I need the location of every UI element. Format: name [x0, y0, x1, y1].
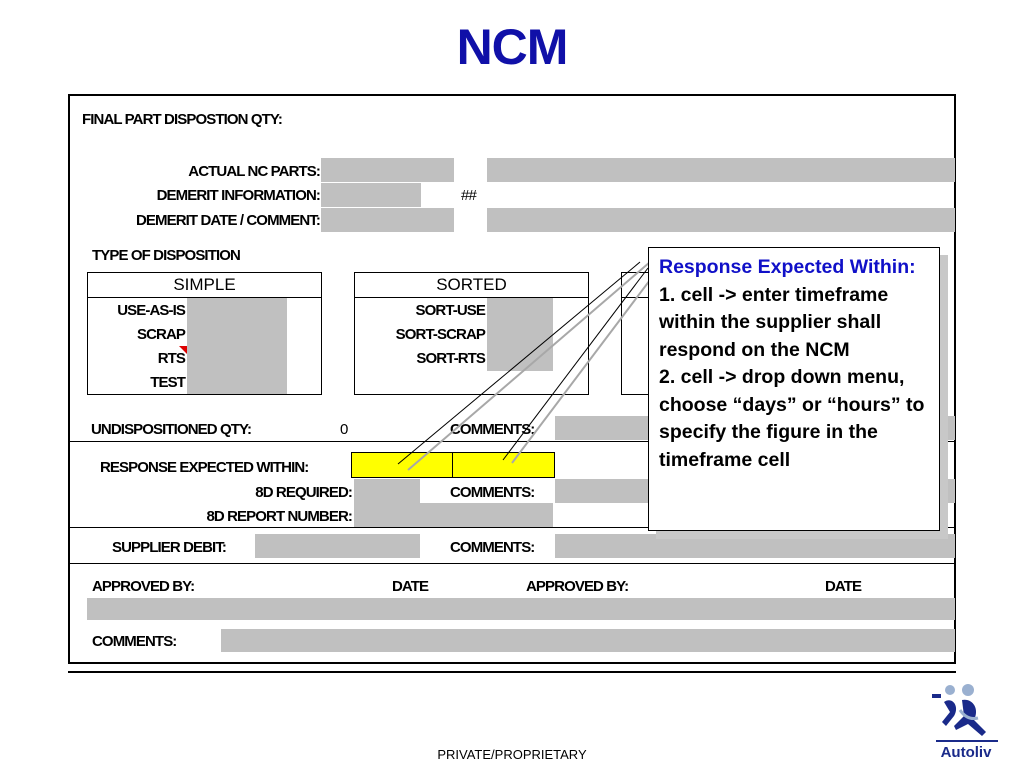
8d-report-number-label: 8D REPORT NUMBER: [206, 508, 352, 525]
date-label-2: DATE [825, 578, 862, 595]
supplier-debit-label: SUPPLIER DEBIT: [112, 539, 227, 556]
comments-label: COMMENTS: [92, 633, 177, 650]
actual-nc-parts-label: ACTUAL NC PARTS: [188, 163, 321, 180]
section-divider [69, 527, 955, 528]
comments-input[interactable] [221, 629, 955, 652]
sort-scrap-label: SORT-SCRAP [395, 326, 486, 343]
callout-step-2: 2. cell -> drop down menu, choose “days”… [659, 366, 925, 471]
rts-label: RTS [157, 350, 186, 367]
scrap-label: SCRAP [136, 326, 186, 343]
final-part-disposition-label: FINAL PART DISPOSTION QTY: [82, 111, 283, 128]
divider [355, 297, 588, 298]
undispositioned-comments-label: COMMENTS: [450, 421, 535, 438]
footer-rule [68, 671, 956, 673]
type-of-disposition-label: TYPE OF DISPOSITION [92, 247, 241, 264]
response-unit-dropdown[interactable] [452, 452, 555, 478]
callout-step-1: 1. cell -> enter timeframe within the su… [659, 283, 889, 361]
8d-report-number-input[interactable] [354, 503, 553, 527]
sort-use-label: SORT-USE [415, 302, 486, 319]
demerit-information-value: ## [461, 187, 477, 204]
supplier-debit-input[interactable] [255, 534, 420, 558]
8d-required-input[interactable] [354, 479, 420, 503]
supplier-debit-comments-input[interactable] [555, 534, 955, 558]
8d-required-label: 8D REQUIRED: [255, 484, 353, 501]
demerit-date-input[interactable] [321, 208, 454, 232]
ncm-form [68, 94, 956, 664]
8d-comments-label: COMMENTS: [450, 484, 535, 501]
approved-by-label-1: APPROVED BY: [92, 578, 195, 595]
approval-input-row[interactable] [87, 598, 955, 620]
undispositioned-qty-value: 0 [340, 421, 348, 438]
simple-quantity-column[interactable] [187, 298, 287, 394]
response-timeframe-input[interactable] [351, 452, 453, 478]
sort-rts-label: SORT-RTS [416, 350, 486, 367]
actual-nc-parts-note-input[interactable] [487, 158, 955, 182]
sorted-box-header: SORTED [436, 275, 507, 294]
supplier-debit-comments-label: COMMENTS: [450, 539, 535, 556]
simple-box-header: SIMPLE [173, 275, 236, 294]
divider [88, 297, 321, 298]
sorted-quantity-column[interactable] [487, 298, 553, 371]
demerit-information-input[interactable] [321, 183, 421, 207]
use-as-is-label: USE-AS-IS [117, 302, 186, 319]
undispositioned-qty-label: UNDISPOSITIONED QTY: [91, 421, 252, 438]
section-divider [69, 563, 955, 564]
callout-heading: Response Expected Within: [659, 256, 916, 278]
demerit-comment-input[interactable] [487, 208, 955, 232]
comment-marker-icon [179, 346, 187, 354]
footer-text: PRIVATE/PROPRIETARY [437, 747, 587, 762]
response-expected-callout: Response Expected Within: 1. cell -> ent… [648, 247, 940, 531]
autoliv-logo-icon: Autoliv [932, 684, 998, 760]
demerit-information-label: DEMERIT INFORMATION: [156, 187, 321, 204]
actual-nc-parts-input[interactable] [321, 158, 454, 182]
response-expected-within-label: RESPONSE EXPECTED WITHIN: [100, 459, 309, 476]
approved-by-label-2: APPROVED BY: [526, 578, 629, 595]
page-title: NCM [456, 19, 569, 75]
test-label: TEST [150, 374, 186, 391]
demerit-date-comment-label: DEMERIT DATE / COMMENT: [135, 212, 321, 229]
section-divider [69, 441, 955, 442]
date-label-1: DATE [392, 578, 429, 595]
logo-wordmark: Autoliv [941, 744, 992, 760]
